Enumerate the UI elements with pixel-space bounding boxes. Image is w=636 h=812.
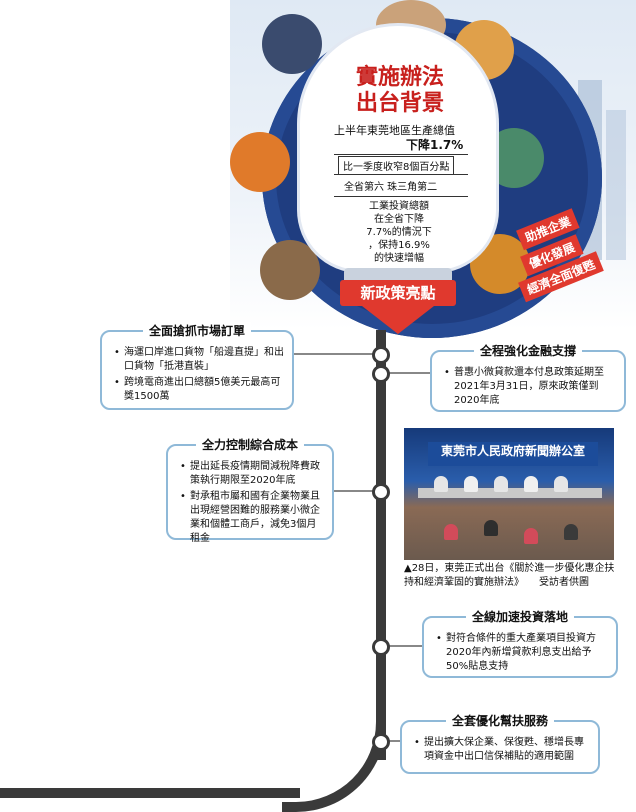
new-policy-banner: 新政策亮點 [340, 280, 456, 306]
card-title: 全面搶抓市場訂單 [142, 322, 252, 339]
card-bullet: 提出延長疫情期間減稅降費政策執行期限至2020年底 [178, 460, 324, 488]
person-figure [554, 476, 568, 492]
card-bullet: 跨境電商進出口總額5億美元最高可獎1500萬 [112, 376, 284, 404]
connector-line [294, 353, 378, 355]
photo-banner-text: 東莞市人民政府新聞辦公室 [440, 444, 585, 458]
card-bullet: 對符合條件的重大產業項目投資方2020年內新增貸款利息支出給予50%貼息支持 [434, 632, 608, 674]
card-bullet: 提出擴大保企業、保復甦、穩增長專項資金中出口信保補貼的適用範圍 [412, 736, 590, 764]
person-figure [262, 14, 322, 74]
person-figure [564, 524, 578, 540]
card-finance-support: 全程強化金融支撐 普惠小微貸款還本付息政策延期至2021年3月31日，原來政策僅… [430, 342, 626, 412]
card-bullet: 海運口岸進口貨物「船邊直提」和出口貨物「抵港直裝」 [112, 346, 284, 374]
stat-gdp-label: 上半年東莞地區生產總值 [334, 124, 455, 137]
photo-banner: 東莞市人民政府新聞辦公室 [428, 442, 598, 466]
timeline-spine [376, 330, 386, 760]
person-figure [524, 528, 538, 544]
desk [418, 488, 602, 498]
person-figure [464, 476, 478, 492]
timeline-node [372, 483, 390, 501]
divider [334, 196, 468, 197]
timeline-node [372, 346, 390, 364]
card-bullet: 對承租市屬和國有企業物業且出現經營困難的服務業小微企業和個體工商戶，減免3個月租… [178, 490, 324, 546]
card-title: 全力控制綜合成本 [195, 436, 305, 453]
stat-q1-box: 比一季度收窄8個百分點 [338, 156, 455, 175]
card-investment: 全線加速投資落地 對符合條件的重大產業項目投資方2020年內新增貸款利息支出給予… [422, 608, 618, 678]
divider [334, 154, 468, 155]
person-figure [434, 476, 448, 492]
person-figure [524, 476, 538, 492]
person-figure [444, 524, 458, 540]
background-title: 實施辦法 出台背景 [355, 64, 444, 116]
timeline-base [0, 788, 300, 798]
divider [334, 174, 468, 175]
timeline-node [372, 638, 390, 656]
card-title: 全套優化幫扶服務 [445, 712, 555, 729]
down-arrow-icon [362, 306, 434, 334]
person-figure [494, 476, 508, 492]
timeline-node [372, 733, 390, 751]
connector-line [386, 740, 400, 742]
photo-caption: ▲28日，東莞正式出台《關於進一步優化惠企扶持和經濟鞏固的實施辦法》 受訪者供圖 [404, 563, 615, 588]
press-conference-photo: 東莞市人民政府新聞辦公室 [404, 428, 614, 560]
card-bullet: 普惠小微貸款還本付息政策延期至2021年3月31日，原來政策僅到2020年底 [442, 366, 616, 408]
card-market-orders: 全面搶抓市場訂單 海運口岸進口貨物「船邊直提」和出口貨物「抵港直裝」 跨境電商進… [100, 322, 294, 410]
card-cost-control: 全力控制綜合成本 提出延長疫情期間減稅降費政策執行期限至2020年底 對承租市屬… [166, 436, 334, 544]
light-bulb-graphic [300, 26, 496, 270]
connector-line [386, 645, 422, 647]
stat-gdp-value: 下降1.7% [406, 138, 464, 152]
card-support-service: 全套優化幫扶服務 提出擴大保企業、保復甦、穩增長專項資金中出口信保補貼的適用範圍 [400, 712, 600, 774]
card-title: 全線加速投資落地 [465, 608, 575, 625]
card-title: 全程強化金融支撐 [473, 342, 583, 359]
person-figure [484, 520, 498, 536]
person-figure [260, 240, 320, 300]
connector-line [386, 372, 430, 374]
timeline-node [372, 365, 390, 383]
stat-investment: 工業投資總額 在全省下降 7.7%的情況下 ，保持16.9% 的快速增幅 [366, 201, 432, 264]
person-figure [230, 132, 290, 192]
stat-rank: 全省第六 珠三角第二 [344, 182, 438, 193]
connector-line [334, 490, 378, 492]
